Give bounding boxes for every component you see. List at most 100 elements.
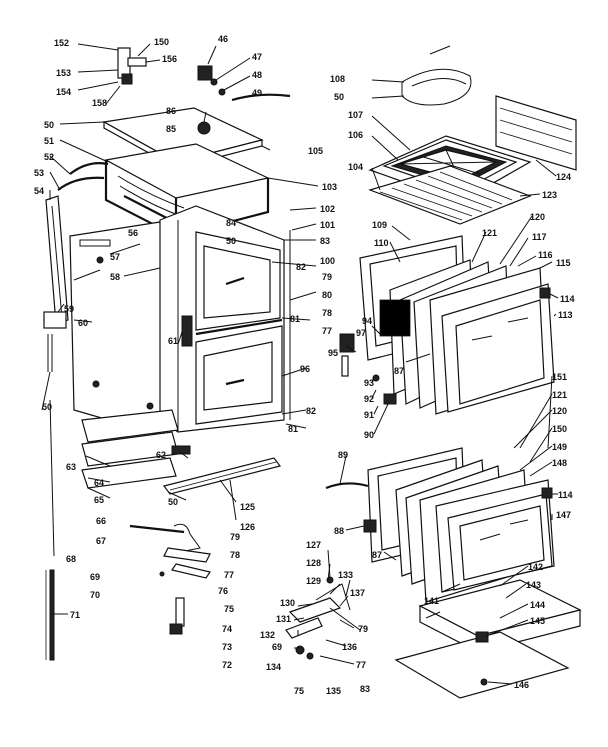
callout: 77	[322, 326, 332, 336]
kick-plate	[162, 457, 282, 495]
callout: 91	[364, 410, 374, 420]
callout: 71	[70, 610, 80, 620]
callout: 48	[252, 70, 262, 80]
callout: 50	[44, 120, 54, 130]
callout: 133	[338, 570, 353, 580]
callout: 78	[322, 308, 332, 318]
callout: 158	[92, 98, 107, 108]
callout: 132	[260, 630, 275, 640]
callout: 103	[322, 182, 337, 192]
back-panel-louvers	[495, 95, 577, 171]
callout: 148	[552, 458, 567, 468]
callout: 64	[94, 478, 104, 488]
callout: 134	[266, 662, 281, 672]
callout: 86	[166, 106, 176, 116]
callout: 70	[90, 590, 100, 600]
callout: 110	[374, 238, 389, 248]
callout: 115	[556, 258, 571, 268]
top-bracket-assembly	[77, 43, 161, 105]
storage-drawer	[394, 579, 582, 699]
callout: 78	[230, 550, 240, 560]
left-side-rail	[43, 195, 69, 372]
callout: 79	[230, 532, 240, 542]
callout: 74	[222, 624, 232, 634]
callout: 124	[556, 172, 571, 182]
callout: 114	[560, 294, 575, 304]
leader-lines	[41, 79, 559, 685]
callout: 61	[168, 336, 178, 346]
callout: 49	[252, 88, 262, 98]
callout: 102	[320, 204, 335, 214]
callout: 87	[372, 550, 382, 560]
callout: 116	[538, 250, 553, 260]
callout: 79	[322, 272, 332, 282]
callout: 50	[334, 92, 344, 102]
callout: 125	[240, 502, 255, 512]
callout: 144	[530, 600, 545, 610]
callout: 82	[306, 406, 316, 416]
callout: 106	[348, 130, 363, 140]
bottom-tray-group	[81, 409, 191, 489]
callout: 135	[326, 686, 341, 696]
callout: 50	[168, 497, 178, 507]
callout: 97	[356, 328, 366, 338]
callout: 73	[222, 642, 232, 652]
long-rod	[45, 569, 55, 661]
callout: 93	[364, 378, 374, 388]
heating-element	[401, 45, 472, 106]
callout: 60	[78, 318, 88, 328]
callout: 81	[288, 424, 298, 434]
callout: 136	[342, 642, 357, 652]
callout: 142	[528, 562, 543, 572]
callout: 51	[44, 136, 54, 146]
callout: 81	[290, 314, 300, 324]
callout: 84	[226, 218, 236, 228]
callout: 151	[552, 372, 567, 382]
callout: 109	[372, 220, 387, 230]
callout: 121	[552, 390, 567, 400]
callout: 149	[552, 442, 567, 452]
callout: 83	[360, 684, 370, 694]
callout: 131	[276, 614, 291, 624]
callout: 156	[162, 54, 177, 64]
callout: 59	[64, 304, 74, 314]
callout: 120	[530, 212, 545, 222]
callout: 58	[110, 272, 120, 282]
callout: 83	[320, 236, 330, 246]
callout: 95	[328, 348, 338, 358]
callout: 150	[552, 424, 567, 434]
callout: 104	[348, 162, 363, 172]
callout: 96	[300, 364, 310, 374]
callout: 80	[322, 290, 332, 300]
callout: 79	[358, 624, 368, 634]
callout: 88	[334, 526, 344, 536]
callout: 65	[94, 495, 104, 505]
callout: 46	[218, 34, 228, 44]
callout: 53	[34, 168, 44, 178]
callout: 90	[364, 430, 374, 440]
callout: 69	[90, 572, 100, 582]
callout: 63	[66, 462, 76, 472]
callout: 50	[42, 402, 52, 412]
callout: 52	[44, 152, 54, 162]
callout: 145	[530, 616, 545, 626]
callout: 113	[558, 310, 573, 320]
callout: 47	[252, 52, 262, 62]
callout: 75	[224, 604, 234, 614]
callout: 129	[306, 576, 321, 586]
callout: 150	[154, 37, 169, 47]
callout: 87	[394, 366, 404, 376]
callout: 100	[320, 256, 335, 266]
callout: 107	[348, 110, 363, 120]
callout: 54	[34, 186, 44, 196]
callout: 114	[558, 490, 573, 500]
callout: 57	[110, 252, 120, 262]
callout: 143	[526, 580, 541, 590]
callout: 120	[552, 406, 567, 416]
lower-door-assembly	[325, 447, 555, 603]
callout-labels: 152 150 156 153 154 158 46 47 48 49 86 8…	[34, 34, 575, 696]
callout: 108	[330, 74, 345, 84]
callout: 128	[306, 558, 321, 568]
